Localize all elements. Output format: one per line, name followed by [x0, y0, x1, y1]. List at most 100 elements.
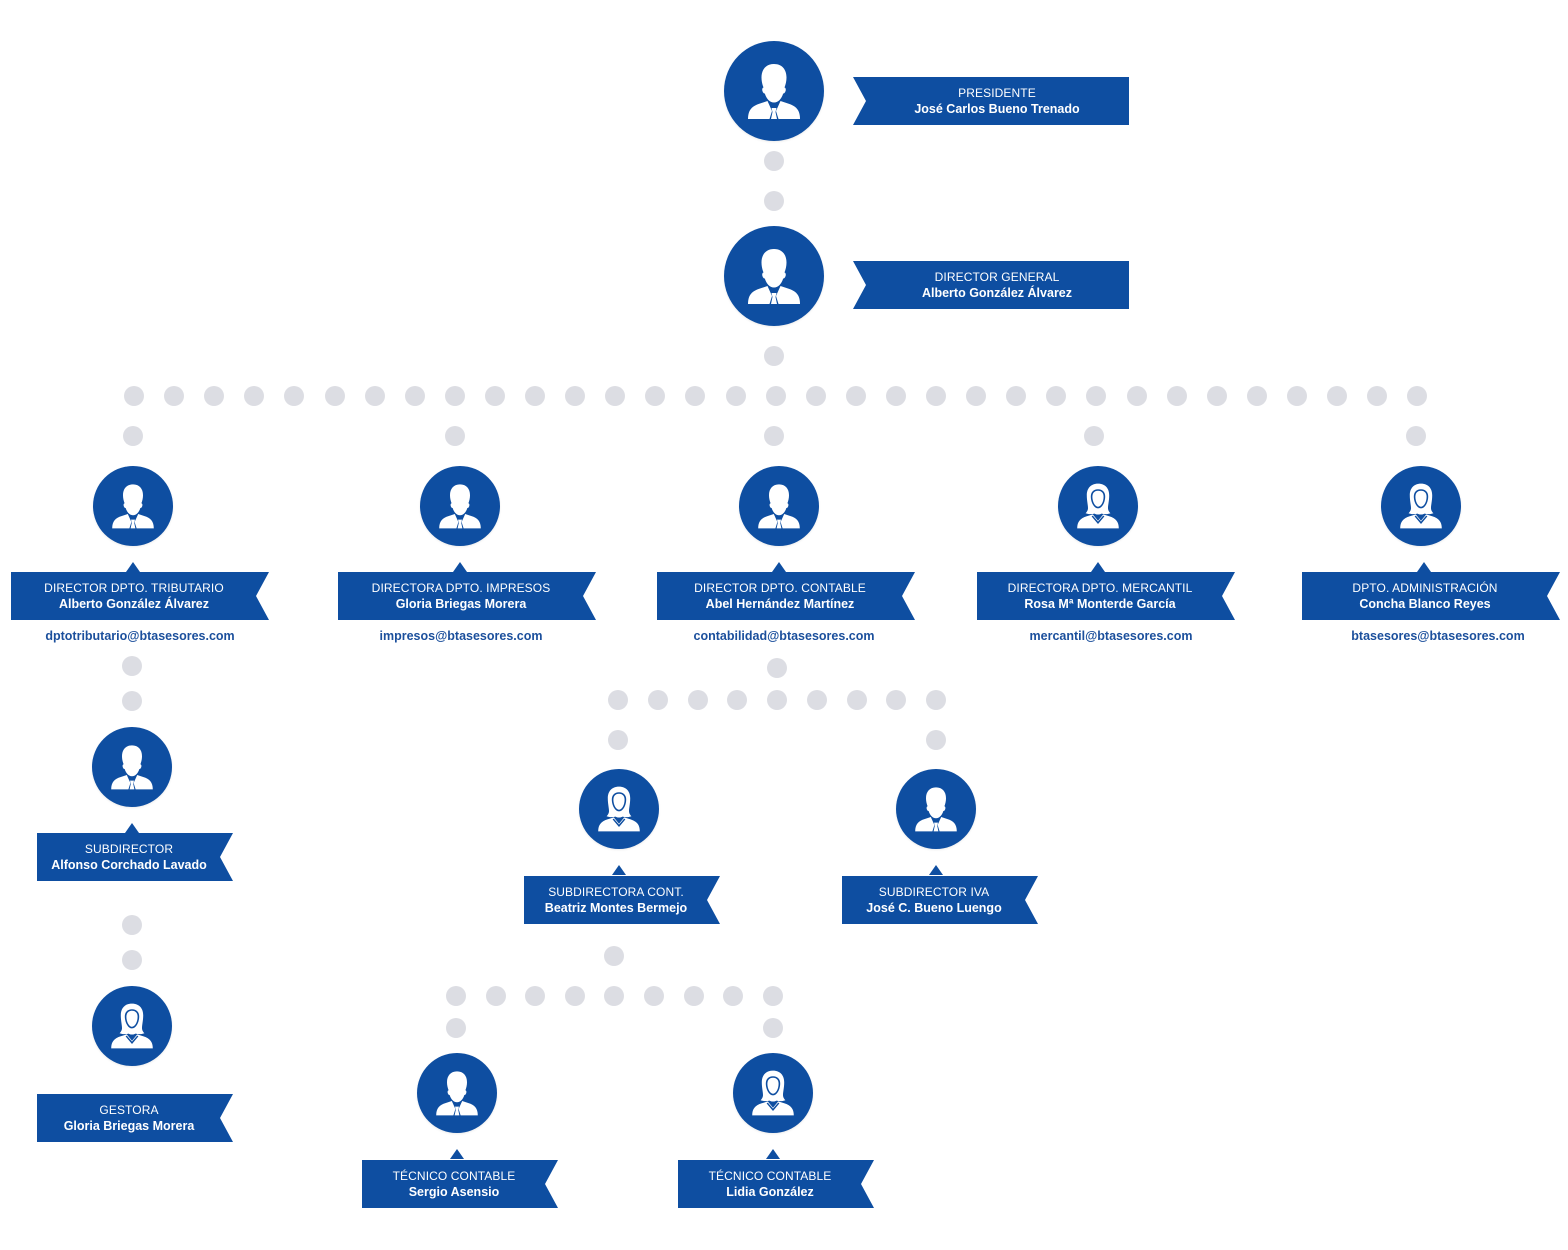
dir-impresos-email[interactable]: impresos@btasesores.com [379, 629, 543, 643]
female-user-icon [1058, 466, 1138, 546]
name-text: Lidia González [726, 1184, 814, 1199]
tecnico-1-avatar [417, 1053, 497, 1133]
dir-tributario-label: DIRECTOR DPTO. TRIBUTARIO Alberto Gonzál… [11, 572, 269, 620]
connector-dot [764, 151, 784, 171]
connector-dot [1084, 426, 1104, 446]
female-user-icon [579, 769, 659, 849]
connector-dot [926, 386, 946, 406]
connector-dot [405, 386, 425, 406]
male-user-icon [724, 226, 824, 326]
dir-mercantil-email[interactable]: mercantil@btasesores.com [1029, 629, 1193, 643]
connector-dot [122, 915, 142, 935]
role-text: SUBDIRECTOR IVA [878, 884, 990, 899]
tecnico-1-label: TÉCNICO CONTABLE Sergio Asensio [362, 1160, 558, 1208]
connector-dot [684, 986, 704, 1006]
subdir-iva-avatar [896, 769, 976, 849]
connector-dot [485, 386, 505, 406]
male-user-icon [896, 769, 976, 849]
connector-dot [886, 690, 906, 710]
connector-dot [124, 386, 144, 406]
name-text: Sergio Asensio [408, 1184, 500, 1199]
connector-dot [685, 386, 705, 406]
name-text: Concha Blanco Reyes [1359, 596, 1491, 611]
subdir-iva-label: SUBDIRECTOR IVA José C. Bueno Luengo [842, 876, 1038, 924]
dir-contable-avatar [739, 466, 819, 546]
dir-tributario-avatar [93, 466, 173, 546]
connector-dot [846, 386, 866, 406]
female-user-icon [1381, 466, 1461, 546]
label-pointer [1417, 562, 1431, 572]
male-user-icon [417, 1053, 497, 1133]
connector-dot [645, 386, 665, 406]
role-text: SUBDIRECTOR [84, 841, 174, 856]
connector-dot [763, 1018, 783, 1038]
connector-dot [608, 730, 628, 750]
connector-dot [886, 386, 906, 406]
connector-dot [1167, 386, 1187, 406]
connector-dot [565, 986, 585, 1006]
connector-dot [1367, 386, 1387, 406]
name-text: Beatriz Montes Bermejo [544, 900, 688, 915]
connector-dot [446, 986, 466, 1006]
presidente-label: PRESIDENTE José Carlos Bueno Trenado [853, 77, 1129, 125]
connector-dot [688, 690, 708, 710]
connector-dot [1327, 386, 1347, 406]
label-pointer [1091, 562, 1105, 572]
connector-dot [123, 426, 143, 446]
label-pointer [929, 865, 943, 875]
connector-dot [926, 730, 946, 750]
connector-dot [766, 386, 786, 406]
gestora-label: GESTORA Gloria Briegas Morera [37, 1094, 233, 1142]
female-user-icon [92, 986, 172, 1066]
connector-dot [767, 690, 787, 710]
name-text: José C. Bueno Luengo [866, 900, 1002, 915]
connector-dot [767, 658, 787, 678]
name-text: Abel Hernández Martínez [705, 596, 855, 611]
role-text: TÉCNICO CONTABLE [708, 1168, 832, 1183]
connector-dot [445, 426, 465, 446]
name-text: Rosa Mª Monterde García [1024, 596, 1176, 611]
subdir-cont-label: SUBDIRECTORA CONT. Beatriz Montes Bermej… [524, 876, 720, 924]
dir-contable-email[interactable]: contabilidad@btasesores.com [693, 629, 875, 643]
connector-dot [1287, 386, 1307, 406]
connector-dot [1127, 386, 1147, 406]
connector-dot [1046, 386, 1066, 406]
connector-dot [644, 986, 664, 1006]
connector-dot [764, 191, 784, 211]
connector-dot [325, 386, 345, 406]
male-user-icon [93, 466, 173, 546]
role-text: DIRECTOR DPTO. CONTABLE [694, 580, 866, 595]
name-text: Alfonso Corchado Lavado [51, 857, 207, 872]
role-text: DPTO. ADMINISTRACIÓN [1352, 580, 1498, 595]
connector-dot [648, 690, 668, 710]
connector-dot [1247, 386, 1267, 406]
dpto-admin-email[interactable]: btasesores@btasesores.com [1351, 629, 1525, 643]
dir-tributario-email[interactable]: dptotributario@btasesores.com [45, 629, 235, 643]
connector-dot [365, 386, 385, 406]
subdirector-label: SUBDIRECTOR Alfonso Corchado Lavado [37, 833, 233, 881]
label-pointer [125, 823, 139, 833]
female-user-icon [733, 1053, 813, 1133]
dpto-admin-avatar [1381, 466, 1461, 546]
label-pointer [453, 562, 467, 572]
connector-dot [1207, 386, 1227, 406]
male-user-icon [92, 727, 172, 807]
role-text: SUBDIRECTORA CONT. [548, 884, 684, 899]
connector-dot [727, 690, 747, 710]
connector-dot [763, 986, 783, 1006]
connector-dot [806, 386, 826, 406]
connector-dot [764, 346, 784, 366]
connector-dot [565, 386, 585, 406]
connector-dot [122, 950, 142, 970]
connector-dot [726, 386, 746, 406]
male-user-icon [724, 41, 824, 141]
connector-dot [604, 986, 624, 1006]
connector-dot [847, 690, 867, 710]
dir-mercantil-label: DIRECTORA DPTO. MERCANTIL Rosa Mª Monter… [977, 572, 1235, 620]
label-pointer [612, 865, 626, 875]
connector-dot [122, 691, 142, 711]
label-pointer [126, 562, 140, 572]
dir-impresos-avatar [420, 466, 500, 546]
connector-dot [1086, 386, 1106, 406]
